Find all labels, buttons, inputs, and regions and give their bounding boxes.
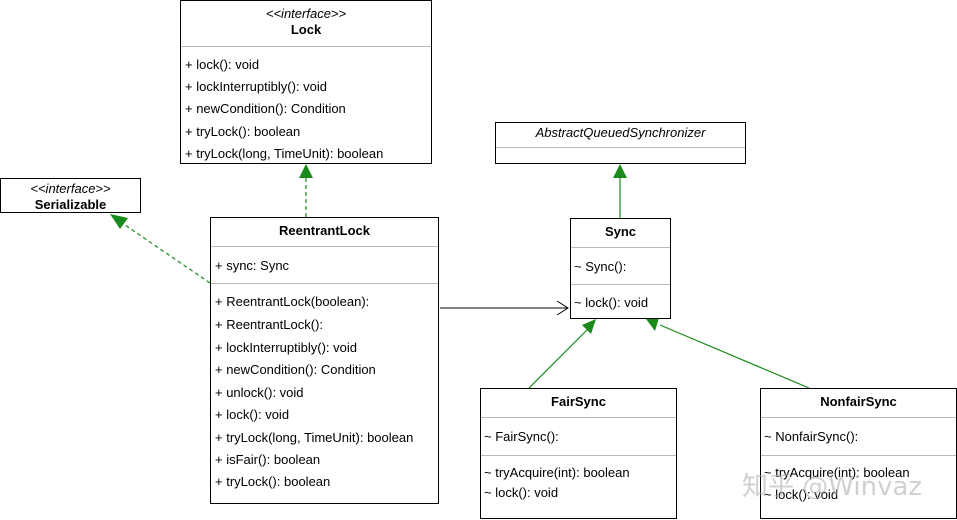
aqs-separator: [496, 147, 745, 148]
fairsync-separator: [481, 455, 676, 456]
reentrantlock-method: + ReentrantLock():: [215, 317, 324, 332]
reentrantlock-name: ReentrantLock: [278, 223, 371, 238]
reentrantlock-separator: [211, 246, 438, 247]
generalization-arrowhead-aqs: [613, 164, 627, 178]
lock-method: + lock(): void: [185, 57, 260, 72]
aqs-name: AbstractQueuedSynchronizer: [535, 125, 706, 140]
fairsync-method: ~ tryAcquire(int): boolean: [484, 465, 630, 480]
sync-separator: [571, 284, 670, 285]
fairsync-name: FairSync: [551, 394, 606, 409]
lock-method: + tryLock(): boolean: [185, 124, 301, 139]
fairsync-separator: [481, 417, 676, 418]
serializable-interface-box: <<interface>> Serializable: [0, 178, 141, 213]
reentrantlock-method: + tryLock(long, TimeUnit): boolean: [215, 430, 414, 445]
sync-name: Sync: [604, 224, 637, 239]
association-arrowhead: [556, 300, 569, 316]
fairsync-method: ~ lock(): void: [484, 485, 559, 500]
reentrantlock-method: + lockInterruptibly(): void: [215, 340, 357, 355]
reentrantlock-method: + isFair(): boolean: [215, 452, 321, 467]
lock-separator: [181, 46, 431, 47]
lock-interface-box: <<interface>> Lock + lock(): void + lock…: [180, 0, 432, 164]
lock-name: Lock: [290, 22, 322, 37]
sync-method: ~ lock(): void: [574, 295, 649, 310]
lock-method: + tryLock(long, TimeUnit): boolean: [185, 146, 384, 161]
sync-separator: [571, 247, 670, 248]
nonfairsync-separator: [761, 455, 956, 456]
realization-arrowhead-serializable: [110, 214, 128, 229]
nonfairsync-constructor: ~ NonfairSync():: [764, 429, 859, 444]
generalization-arrowhead-nonfairsync: [646, 318, 659, 331]
reentrantlock-method: + unlock(): void: [215, 385, 304, 400]
lock-method: + lockInterruptibly(): void: [185, 79, 327, 94]
serializable-name: Serializable: [34, 197, 107, 212]
fairsync-constructor: ~ FairSync():: [484, 429, 559, 444]
realization-reentrant-to-serializable: [121, 222, 211, 284]
generalization-arrowhead-fairsync: [582, 319, 596, 334]
sync-constructor: ~ Sync():: [574, 259, 627, 274]
generalization-fairsync-to-sync: [528, 329, 588, 389]
nonfairsync-name: NonfairSync: [820, 394, 897, 409]
reentrantlock-method: + lock(): void: [215, 407, 290, 422]
reentrantlock-method: + tryLock(): boolean: [215, 474, 331, 489]
generalization-nonfairsync-to-sync: [659, 324, 810, 389]
aqs-class-box: AbstractQueuedSynchronizer: [495, 122, 746, 164]
realization-arrowhead-lock: [299, 164, 313, 178]
reentrantlock-class-box: ReentrantLock + sync: Sync + ReentrantLo…: [210, 217, 439, 504]
lock-method: + newCondition(): Condition: [185, 101, 346, 116]
nonfairsync-method: ~ lock(): void: [764, 487, 839, 502]
sync-class-box: Sync ~ Sync(): ~ lock(): void: [570, 218, 671, 319]
reentrantlock-method: + newCondition(): Condition: [215, 362, 376, 377]
serializable-stereotype: <<interface>>: [30, 181, 111, 196]
lock-stereotype: <<interface>>: [265, 6, 347, 21]
reentrantlock-method: + ReentrantLock(boolean):: [215, 294, 370, 309]
nonfairsync-separator: [761, 417, 956, 418]
watermark-text: 知乎 @Winvaz: [742, 472, 923, 502]
reentrantlock-field: + sync: Sync: [215, 258, 290, 273]
reentrantlock-separator: [211, 283, 438, 284]
nonfairsync-method: ~ tryAcquire(int): boolean: [764, 465, 910, 480]
fairsync-class-box: FairSync ~ FairSync(): ~ tryAcquire(int)…: [480, 388, 677, 519]
